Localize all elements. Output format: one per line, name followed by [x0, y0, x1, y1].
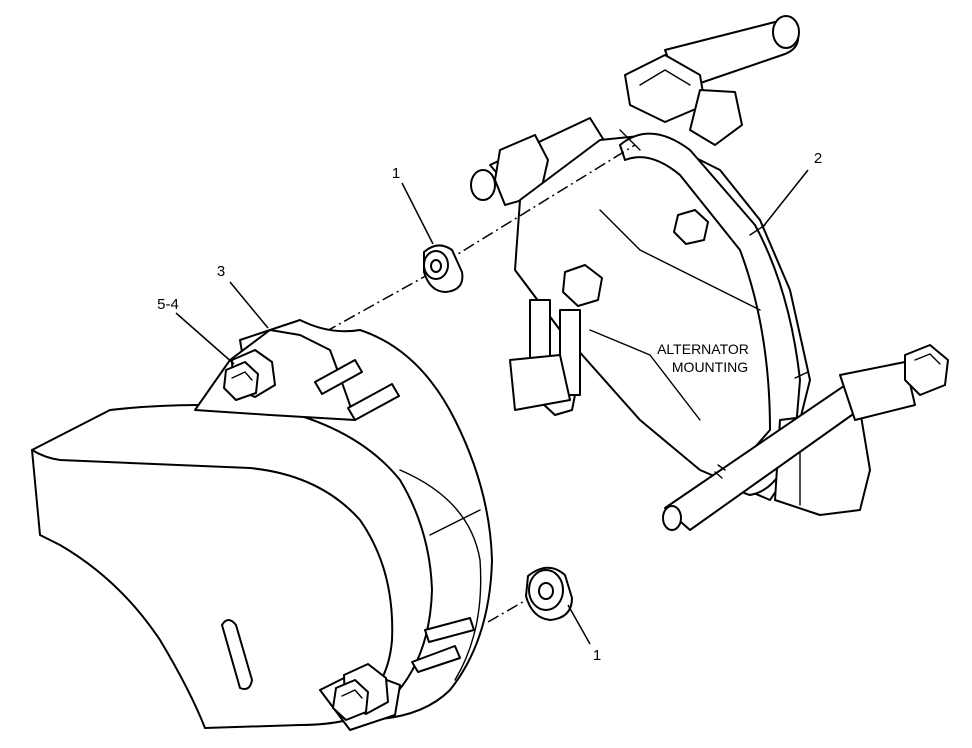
- callout-3: 3: [217, 263, 225, 280]
- washer-bottom: [525, 566, 573, 621]
- callout-5-4: 5-4: [157, 296, 179, 313]
- centerline-top: [324, 144, 636, 333]
- alternator-mounting-bracket: [470, 15, 949, 531]
- leader-3: [229, 281, 269, 329]
- alternator-mounting-label-line1: ALTERNATOR: [657, 341, 749, 357]
- leader-5-4: [175, 312, 235, 365]
- callout-2: 2: [814, 150, 822, 167]
- bolt-top: [223, 349, 276, 401]
- leader-2: [761, 169, 809, 229]
- belt-guard-cover: [31, 319, 493, 731]
- leader-1-bottom: [567, 604, 591, 645]
- bolt-bottom: [332, 663, 389, 721]
- leader-1-top: [401, 182, 434, 245]
- alternator-mounting-label-line2: MOUNTING: [672, 359, 748, 375]
- callout-1-top: 1: [392, 165, 400, 182]
- callout-1-bottom: 1: [593, 647, 601, 664]
- washer-top: [423, 244, 464, 293]
